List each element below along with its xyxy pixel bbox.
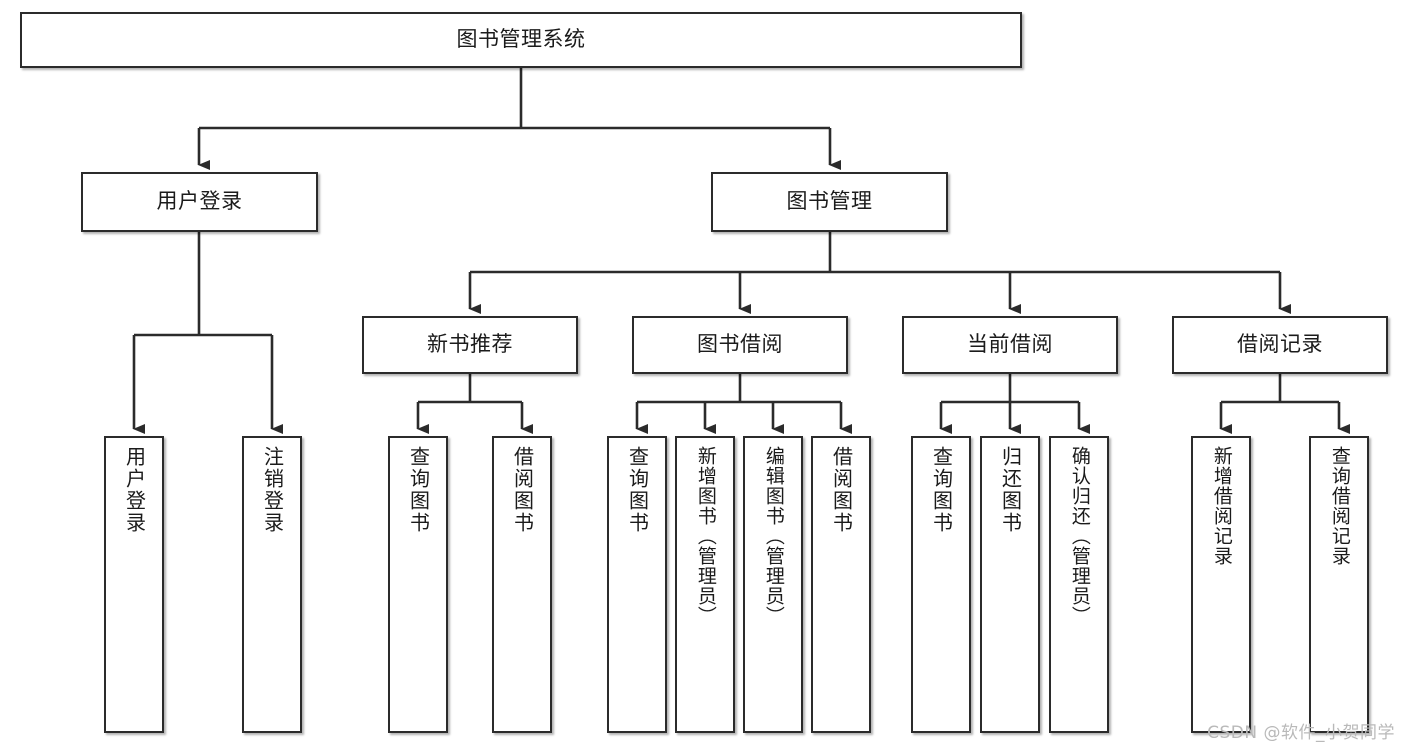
node-leaf-borrow-book-2[interactable]: 借阅图书 [811, 436, 871, 733]
node-leaf-user-login[interactable]: 用户登录 [104, 436, 164, 733]
node-leaf-query-book-1-label: 查询图书 [406, 446, 431, 534]
node-root[interactable]: 图书管理系统 [20, 12, 1022, 68]
node-borrow-record[interactable]: 借阅记录 [1172, 316, 1388, 374]
node-book-manage[interactable]: 图书管理 [711, 172, 948, 232]
node-book-borrow[interactable]: 图书借阅 [632, 316, 848, 374]
node-leaf-add-book-label: 新增图书（管理员） [694, 446, 717, 626]
node-leaf-return-book-label: 归还图书 [998, 446, 1023, 534]
node-leaf-add-record[interactable]: 新增借阅记录 [1191, 436, 1251, 733]
node-leaf-borrow-book-1-label: 借阅图书 [510, 446, 535, 534]
node-leaf-query-record-label: 查询借阅记录 [1328, 446, 1351, 566]
node-leaf-add-record-label: 新增借阅记录 [1210, 446, 1233, 566]
node-leaf-edit-book[interactable]: 编辑图书（管理员） [743, 436, 803, 733]
node-leaf-query-book-1[interactable]: 查询图书 [388, 436, 448, 733]
node-leaf-query-book-3[interactable]: 查询图书 [911, 436, 971, 733]
node-leaf-query-book-2-label: 查询图书 [625, 446, 650, 534]
node-leaf-return-book[interactable]: 归还图书 [980, 436, 1040, 733]
node-current-borrow[interactable]: 当前借阅 [902, 316, 1118, 374]
node-new-book-rec-label: 新书推荐 [427, 332, 513, 357]
node-leaf-borrow-book-1[interactable]: 借阅图书 [492, 436, 552, 733]
node-user-login-label: 用户登录 [156, 189, 243, 214]
node-current-borrow-label: 当前借阅 [967, 332, 1053, 357]
node-book-manage-label: 图书管理 [786, 189, 873, 214]
node-leaf-confirm-return-label: 确认归还（管理员） [1068, 446, 1091, 626]
node-borrow-record-label: 借阅记录 [1237, 332, 1323, 357]
node-leaf-confirm-return[interactable]: 确认归还（管理员） [1049, 436, 1109, 733]
node-leaf-add-book[interactable]: 新增图书（管理员） [675, 436, 735, 733]
node-user-login[interactable]: 用户登录 [81, 172, 318, 232]
node-leaf-user-logout-label: 注销登录 [260, 446, 285, 534]
node-leaf-borrow-book-2-label: 借阅图书 [829, 446, 854, 534]
node-leaf-query-book-2[interactable]: 查询图书 [607, 436, 667, 733]
node-leaf-user-login-label: 用户登录 [122, 446, 147, 534]
node-leaf-query-book-3-label: 查询图书 [929, 446, 954, 534]
node-leaf-query-record[interactable]: 查询借阅记录 [1309, 436, 1369, 733]
node-root-label: 图书管理系统 [456, 27, 586, 52]
node-book-borrow-label: 图书借阅 [697, 332, 783, 357]
node-leaf-edit-book-label: 编辑图书（管理员） [762, 446, 785, 626]
node-leaf-user-logout[interactable]: 注销登录 [242, 436, 302, 733]
node-new-book-rec[interactable]: 新书推荐 [362, 316, 578, 374]
